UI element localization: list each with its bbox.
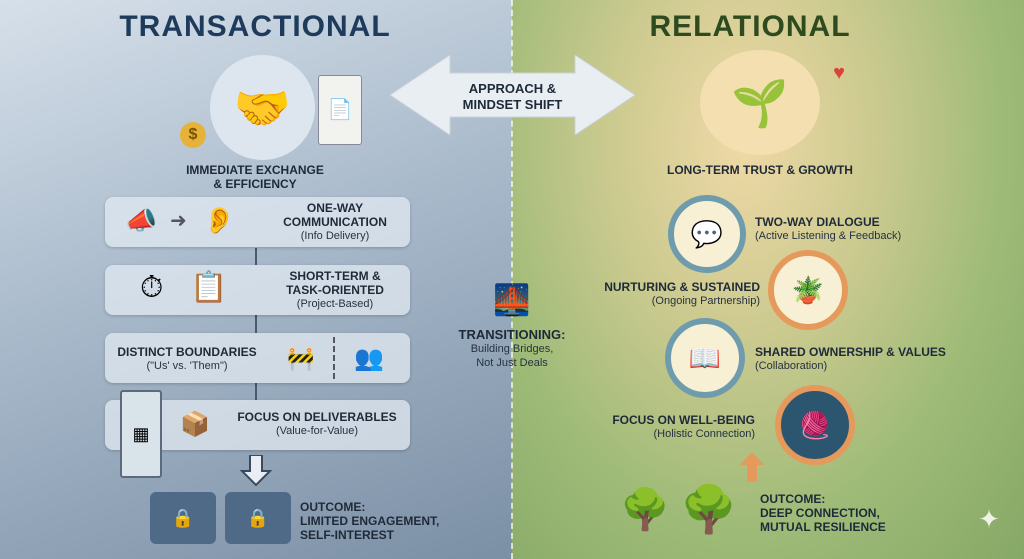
heart-icon: ♥ <box>833 62 845 84</box>
arrow-down-icon <box>240 455 272 487</box>
locked-briefcase-icon: 🔒 <box>150 492 216 544</box>
sparkle-icon: ✦ <box>978 504 1000 534</box>
arrow-right-icon: ➜ <box>170 210 187 232</box>
item-subtitle: (Holistic Connection) <box>653 428 755 440</box>
item-distinct-boundaries: DISTINCT BOUNDARIES("Us' vs. 'Them") 🚧 👥 <box>105 333 410 383</box>
item-title: COMMUNICATION <box>283 215 387 229</box>
clipboard-check-icon: 📋 <box>190 271 228 304</box>
outcome-line: MUTUAL RESILIENCE <box>760 520 886 534</box>
item-title: NURTURING & SUSTAINED <box>604 280 760 294</box>
item-short-term: ⏱ 📋 SHORT-TERM &TASK-ORIENTED(Project-Ba… <box>105 265 410 315</box>
item-title: TWO-WAY DIALOGUE <box>755 215 880 229</box>
megaphone-icon: 📣 <box>125 205 158 235</box>
transition-title: TRANSITIONING: <box>458 327 566 342</box>
outcome-label: OUTCOME: <box>300 500 366 514</box>
dialogue-icon: 💬 <box>668 195 746 273</box>
bridge-icon: 🌉 <box>493 284 531 317</box>
item-two-way-dialogue: TWO-WAY DIALOGUE(Active Listening & Feed… <box>755 215 901 243</box>
mindset-shift-label: APPROACH &MINDSET SHIFT <box>440 81 585 113</box>
coin-icon: $ <box>180 122 206 148</box>
headline-line-2: & EFFICIENCY <box>213 177 297 191</box>
community-growth-icon: 🌱 <box>700 50 820 155</box>
center-divider <box>511 0 513 559</box>
item-shared-ownership: SHARED OWNERSHIP & VALUES(Collaboration) <box>755 345 946 373</box>
item-subtitle: (Collaboration) <box>755 360 828 372</box>
item-title: TASK-ORIENTED <box>286 283 384 297</box>
item-subtitle: ("Us' vs. 'Them") <box>146 360 228 372</box>
item-title: SHORT-TERM & <box>289 269 381 283</box>
outcome-line: DEEP CONNECTION, <box>760 506 880 520</box>
woven-threads-icon: 🧶 <box>775 385 855 465</box>
outcome-label: OUTCOME: <box>760 492 826 506</box>
left-headline: IMMEDIATE EXCHANGE& EFFICIENCY <box>155 163 355 191</box>
item-well-being: FOCUS ON WELL-BEING(Holistic Connection) <box>555 413 755 441</box>
item-subtitle: (Project-Based) <box>296 298 374 310</box>
connector <box>255 248 257 265</box>
shift-line-2: MINDSET SHIFT <box>462 97 563 112</box>
shared-table-icon: 📖 <box>665 318 745 398</box>
outcome-line: LIMITED ENGAGEMENT, <box>300 514 440 528</box>
arrow-up-icon <box>740 452 764 482</box>
right-outcome: OUTCOME:DEEP CONNECTION,MUTUAL RESILIENC… <box>760 492 886 534</box>
item-subtitle: (Info Delivery) <box>300 230 370 242</box>
ear-icon: 👂 <box>203 205 236 235</box>
barrier-group-icon: 🚧 <box>287 346 315 371</box>
item-subtitle: (Active Listening & Feedback) <box>755 230 902 242</box>
left-outcome: OUTCOME:LIMITED ENGAGEMENT,SELF-INTEREST <box>300 500 439 542</box>
item-title: FOCUS ON WELL-BEING <box>612 413 755 427</box>
tree-icon: 🌳 <box>680 483 738 535</box>
transition-note: TRANSITIONING: Building Bridges, Not Jus… <box>440 328 584 370</box>
transactional-title: TRANSACTIONAL <box>119 10 391 43</box>
tree-icon: 🌳 <box>620 488 670 532</box>
people-group-icon: 👥 <box>354 345 384 372</box>
watering-plants-icon: 🪴 <box>768 250 848 330</box>
transition-line: Building Bridges, <box>470 343 554 355</box>
item-title: ONE-WAY <box>306 201 364 215</box>
contract-icon: 📄 <box>318 75 362 145</box>
item-title: SHARED OWNERSHIP & VALUES <box>755 345 946 359</box>
item-title: FOCUS ON DELIVERABLES <box>237 410 397 424</box>
item-subtitle: (Ongoing Partnership) <box>651 295 760 307</box>
item-subtitle: (Value-for-Value) <box>275 425 359 437</box>
shift-line-1: APPROACH & <box>468 81 557 96</box>
connector <box>255 383 257 400</box>
transition-line: Not Just Deals <box>476 357 548 369</box>
connector <box>255 315 257 333</box>
package-hand-icon: 📦 <box>180 411 210 438</box>
stopwatch-icon: ⏱ <box>140 271 164 304</box>
item-title: DISTINCT BOUNDARIES <box>117 345 257 359</box>
relational-title: RELATIONAL <box>649 10 851 43</box>
outcome-line: SELF-INTEREST <box>300 528 395 542</box>
bidirectional-arrow-icon <box>390 55 635 135</box>
boundary-line <box>333 337 335 379</box>
handshake-icon: 🤝 <box>210 55 315 160</box>
locked-briefcase-icon: 🔒 <box>225 492 291 544</box>
item-nurturing: NURTURING & SUSTAINED(Ongoing Partnershi… <box>560 280 760 308</box>
vending-machine-icon: ▦ <box>120 390 162 478</box>
headline-line-1: IMMEDIATE EXCHANGE <box>186 163 324 177</box>
right-headline: LONG-TERM TRUST & GROWTH <box>667 163 853 177</box>
